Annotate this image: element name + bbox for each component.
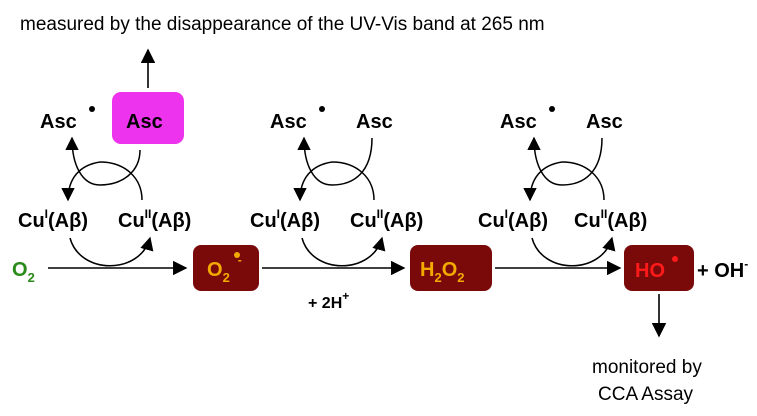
h2o2-box bbox=[410, 245, 492, 291]
asc-label-2: Asc bbox=[356, 111, 393, 133]
bottom-caption-line1: monitored by bbox=[592, 357, 702, 378]
asc-highlight-box bbox=[112, 92, 184, 144]
proton-label: + 2H+ bbox=[308, 289, 349, 312]
cycle-lower-arrow-3 bbox=[531, 236, 616, 267]
cu2-label-3: CuII(Aβ) bbox=[574, 207, 647, 232]
superoxide-box bbox=[193, 245, 259, 291]
superoxide-label: O2- bbox=[207, 253, 242, 285]
cycle-2: Asc Asc CuI(Aβ) CuII(Aβ) bbox=[250, 106, 423, 267]
cycle-upper-arrow bbox=[65, 136, 141, 186]
cycle-left-arrow-3 bbox=[523, 161, 563, 202]
asc-label-3: Asc bbox=[586, 111, 623, 133]
cycle-lower-arrow bbox=[69, 236, 154, 267]
cycle-right-path-2 bbox=[331, 161, 375, 201]
asc-label: Asc bbox=[126, 111, 163, 133]
cycle-3: Asc Asc CuI(Aβ) CuII(Aβ) bbox=[478, 106, 647, 267]
cycle-left-arrow bbox=[61, 161, 101, 202]
hydroxyl-label: HO bbox=[635, 260, 665, 282]
hydroxyl-radical-dot bbox=[672, 256, 678, 262]
cycle-upper-arrow-3 bbox=[527, 136, 603, 186]
cu2-label-2: CuII(Aβ) bbox=[350, 207, 423, 232]
cycle-lower-arrow-2 bbox=[301, 236, 386, 267]
h2o2-label: H2O2 bbox=[420, 259, 464, 285]
cycle-right-path-3 bbox=[561, 161, 605, 201]
cycle-1: Asc Asc CuI(Aβ) CuII(Aβ) bbox=[18, 92, 191, 267]
radical-dot bbox=[89, 106, 95, 112]
cu2-label: CuII(Aβ) bbox=[118, 207, 191, 232]
superoxide-radical-dot bbox=[234, 252, 240, 258]
bottom-caption-line2: CCA Assay bbox=[598, 384, 694, 405]
cycle-upper-arrow-2 bbox=[297, 136, 373, 186]
asc-radical-label-2: Asc bbox=[270, 111, 307, 133]
asc-radical-label: Asc bbox=[40, 111, 77, 133]
radical-dot-3 bbox=[549, 106, 555, 112]
o2-label: O2 bbox=[12, 259, 35, 285]
radical-dot-2 bbox=[319, 106, 325, 112]
asc-radical-label-3: Asc bbox=[500, 111, 537, 133]
cu1-label-3: CuI(Aβ) bbox=[478, 207, 548, 232]
top-caption: measured by the disappearance of the UV-… bbox=[20, 14, 545, 35]
cycle-right-path bbox=[99, 161, 143, 201]
cu1-label-2: CuI(Aβ) bbox=[250, 207, 320, 232]
cycle-left-arrow-2 bbox=[293, 161, 333, 202]
cu1-label: CuI(Aβ) bbox=[18, 207, 88, 232]
hydroxide-label: + OH- bbox=[697, 257, 748, 282]
